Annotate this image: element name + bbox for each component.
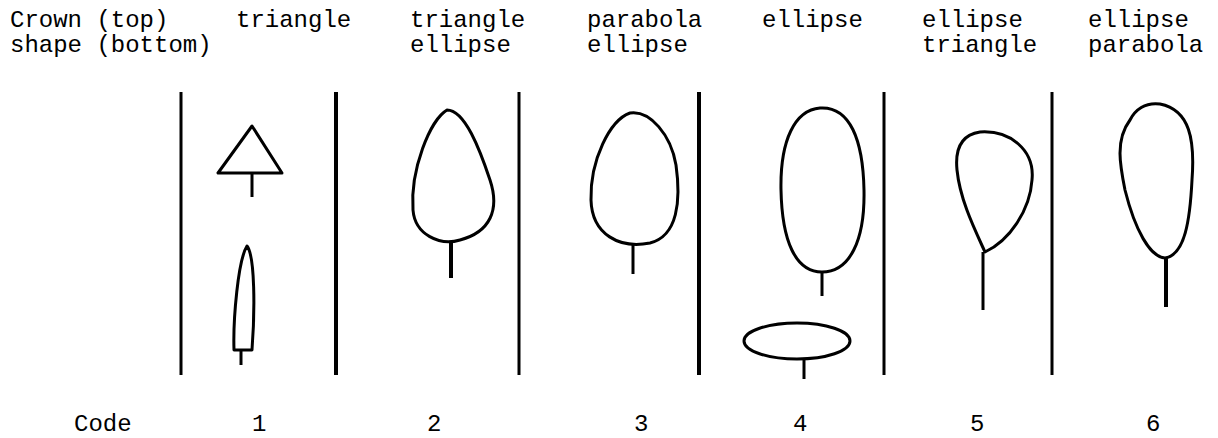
crown-shape-label: triangle: [236, 8, 351, 33]
crown-shape-label: triangle: [922, 33, 1037, 58]
code-number: 2: [427, 412, 441, 437]
crown-shape-label: ellipse: [587, 33, 688, 58]
crown-shape-label: parabola: [1088, 33, 1203, 58]
code-number: 6: [1146, 412, 1160, 437]
code-number: 1: [252, 412, 266, 437]
header-label: Crown (top): [10, 8, 168, 33]
code-heading: Code: [74, 412, 132, 437]
crown-shape-label: ellipse: [922, 8, 1023, 33]
crown-shape-label: parabola: [587, 8, 702, 33]
code-number: 5: [970, 412, 984, 437]
crown-shape-label: ellipse: [762, 8, 863, 33]
crown-shape-label: ellipse: [1088, 8, 1189, 33]
crown-shape-label: ellipse: [410, 33, 511, 58]
code-number: 4: [793, 412, 807, 437]
crown-shape-label: triangle: [410, 8, 525, 33]
header-label: shape (bottom): [10, 33, 212, 58]
code-number: 3: [634, 412, 648, 437]
